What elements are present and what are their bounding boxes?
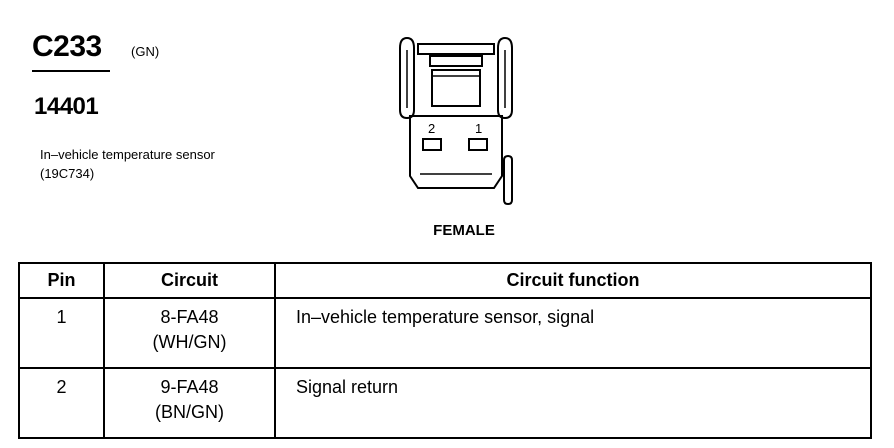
side-key [503, 154, 513, 206]
top-tab [417, 43, 495, 55]
circuit-code: 9-FA48 [160, 377, 219, 397]
left-latch-arm [399, 36, 415, 120]
connector-gender-label: FEMALE [433, 222, 495, 239]
column-header-function: Circuit function [274, 262, 872, 299]
connector-face-drawing: 2 1 [399, 36, 513, 206]
terminal-cavity-1 [468, 138, 488, 151]
pin-label-1: 1 [475, 121, 482, 136]
column-header-pin: Pin [18, 262, 105, 299]
pin-number: 2 [18, 367, 105, 439]
connector-id: C233 [32, 30, 102, 63]
table-row: 2 9-FA48 (BN/GN) Signal return [18, 367, 872, 439]
connector-housing [409, 115, 503, 189]
component-description: In–vehicle temperature sensor (19C734) [40, 145, 215, 183]
pinout-table: Pin Circuit Circuit function 1 8-FA48 (W… [18, 262, 872, 439]
connector-id-underline [32, 70, 110, 72]
column-header-circuit: Circuit [103, 262, 276, 299]
circuit-cell: 9-FA48 (BN/GN) [103, 367, 276, 439]
component-code: (19C734) [40, 166, 95, 181]
table-header-row: Pin Circuit Circuit function [18, 262, 872, 299]
connector-color: (GN) [131, 44, 160, 59]
terminal-cavity-2 [422, 138, 442, 151]
locking-window [431, 69, 481, 107]
component-name: In–vehicle temperature sensor [40, 147, 215, 162]
pin-label-2: 2 [428, 121, 435, 136]
circuit-wire-color: (BN/GN) [155, 402, 224, 422]
pin-number: 1 [18, 297, 105, 369]
circuit-wire-color: (WH/GN) [152, 332, 227, 352]
part-number: 14401 [34, 93, 99, 120]
circuit-code: 8-FA48 [160, 307, 219, 327]
table-row: 1 8-FA48 (WH/GN) In–vehicle temperature … [18, 297, 872, 369]
circuit-function: Signal return [274, 367, 872, 439]
circuit-function: In–vehicle temperature sensor, signal [274, 297, 872, 369]
circuit-cell: 8-FA48 (WH/GN) [103, 297, 276, 369]
